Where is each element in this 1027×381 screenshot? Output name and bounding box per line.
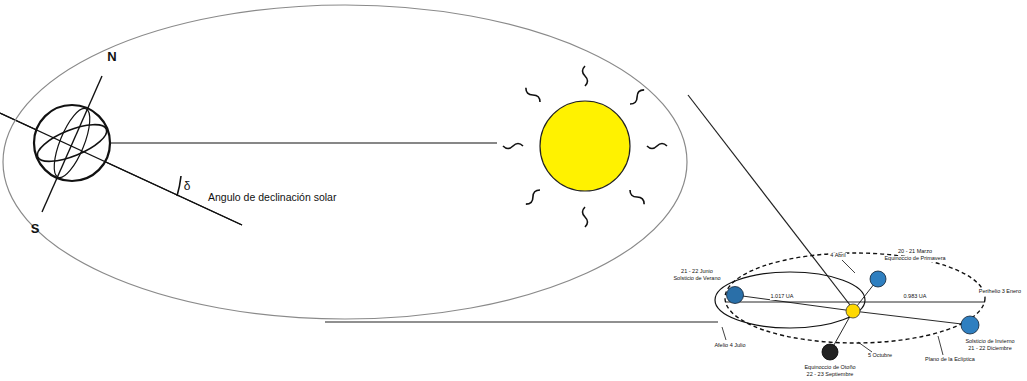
ellipse-outline xyxy=(2,4,688,320)
sun-ray xyxy=(628,188,646,206)
orbit-label: 21 - 22 Diciembre xyxy=(967,346,1012,352)
orbit-label: 22 - 23 Septiembre xyxy=(806,372,855,378)
sun-ray xyxy=(524,86,542,104)
sun-rays xyxy=(503,66,667,227)
earth-orbit xyxy=(715,272,865,328)
sun-ray xyxy=(583,207,588,227)
orbit-label: 5 Octubre xyxy=(867,353,893,359)
ecliptic-orbit xyxy=(725,253,985,343)
pole-label: N xyxy=(107,50,116,63)
angle-label: Angulo de declinación solar xyxy=(208,192,336,203)
orbit-diagram xyxy=(715,253,985,360)
orbit-label: 4 Abril xyxy=(829,253,846,259)
orbit-label: Solsticio de Verano xyxy=(672,276,721,282)
orbit-label: Perihelio 3 Enero xyxy=(978,289,1022,295)
earth-axis xyxy=(42,76,102,212)
sun-ray xyxy=(583,66,588,86)
sun-ray xyxy=(524,188,542,206)
earth-globe xyxy=(0,76,497,225)
orbit-label: Solsticio de Invierno xyxy=(964,339,1015,345)
ecliptic-line xyxy=(0,113,242,225)
sun-ray-line xyxy=(108,142,497,143)
orbit-label: Plano de la Eclíptica xyxy=(924,357,976,363)
pole-label: S xyxy=(31,222,40,235)
ecliptic-line xyxy=(0,113,242,225)
sun-ray xyxy=(647,144,667,149)
orbit-label: Equinoccio de Otoño xyxy=(803,365,856,371)
orbit-label: Afelio 4 Julio xyxy=(713,343,746,349)
orbit-label: 20 - 21 Marzo xyxy=(897,249,933,255)
zoom-ellipse: N SδAngulo de declinación solar xyxy=(2,4,688,320)
sun xyxy=(503,66,667,227)
leader-line xyxy=(722,327,726,340)
sun-ray xyxy=(628,88,646,106)
angle-symbol: δ xyxy=(184,180,191,192)
leader-line xyxy=(938,336,943,355)
sun-earth-line xyxy=(853,311,970,325)
zoom-line xyxy=(325,321,718,322)
earth-icon xyxy=(727,287,744,304)
orbit-label: 1.017 UA xyxy=(770,294,795,300)
earth-icon xyxy=(961,316,979,334)
small-sun xyxy=(846,304,860,318)
sun-disc xyxy=(540,101,630,191)
leader-line xyxy=(842,260,855,273)
orbit-label: 0.983 UA xyxy=(903,294,928,300)
orbit-label: 21 - 22 Junio xyxy=(680,269,714,275)
sun-earth-line xyxy=(735,295,853,311)
earth-icon xyxy=(822,344,838,360)
sun-ray xyxy=(503,144,523,149)
earth-icon xyxy=(870,271,886,287)
leader-line xyxy=(858,342,872,352)
orbit-label: Equinoccio de Primavera xyxy=(883,256,946,262)
angle-arc xyxy=(177,176,181,196)
major-axis xyxy=(725,302,985,303)
ellipse-outline xyxy=(3,5,687,319)
